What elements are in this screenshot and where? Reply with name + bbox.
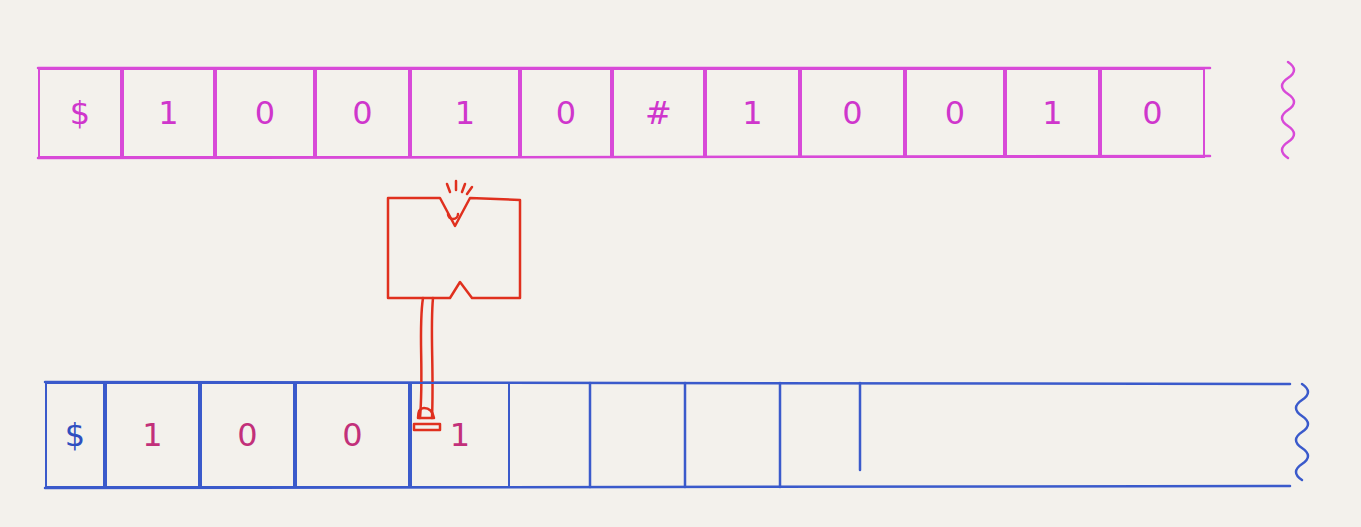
tape-symbol: 0	[842, 97, 862, 129]
tape-cell: 1	[122, 68, 215, 158]
tape-cell: 0	[905, 68, 1005, 158]
tape-cell: 1	[410, 382, 510, 488]
tape-symbol: 0	[237, 419, 257, 451]
tape-cell: $	[38, 68, 122, 158]
tape-symbol: 1	[742, 97, 762, 129]
tape-symbol: 0	[556, 97, 576, 129]
tape-cell: $	[45, 382, 105, 488]
tape-symbol: 1	[450, 419, 470, 451]
tape-cell: #	[612, 68, 705, 158]
tape-cell: 1	[1005, 68, 1100, 158]
tape-symbol: $	[70, 97, 90, 129]
tape-end	[1282, 62, 1294, 158]
tape-cell: 0	[800, 68, 905, 158]
tape-end	[1296, 384, 1308, 480]
tape-symbol: $	[65, 419, 85, 451]
tape-symbol: 0	[352, 97, 372, 129]
tape-symbol: 1	[455, 97, 475, 129]
tape-symbol: 1	[142, 419, 162, 451]
tape-cell: 0	[520, 68, 612, 158]
tape-cell: 1	[105, 382, 200, 488]
tape-symbol: 1	[1042, 97, 1062, 129]
tape-cell: 0	[315, 68, 410, 158]
tape-cell: 0	[295, 382, 410, 488]
upper-tape	[38, 62, 1294, 158]
empty-cells	[590, 383, 860, 487]
tape-symbol: 0	[255, 97, 275, 129]
tape-cell: 1	[705, 68, 800, 158]
lower-tape	[45, 382, 1308, 488]
tape-symbol: 1	[158, 97, 178, 129]
tape-cell: 0	[1100, 68, 1205, 158]
tape-head	[388, 181, 520, 430]
tape-cell: 0	[200, 382, 295, 488]
tape-symbol: #	[645, 97, 672, 129]
tape-symbol: 0	[1142, 97, 1162, 129]
tape-symbol: 0	[342, 419, 362, 451]
tape-cell: 1	[410, 68, 520, 158]
tape-cell: 0	[215, 68, 315, 158]
tape-symbol: 0	[945, 97, 965, 129]
